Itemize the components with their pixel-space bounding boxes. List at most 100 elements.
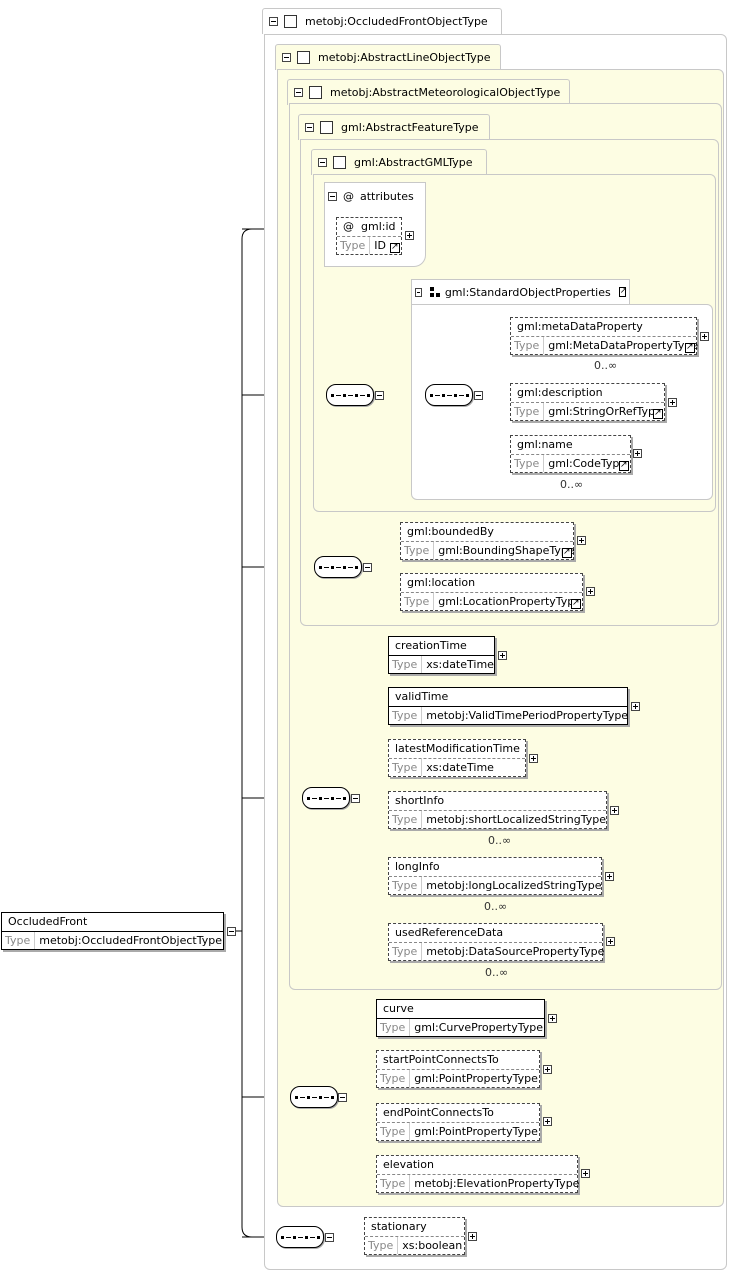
type-label: Type	[377, 1175, 411, 1192]
element-name: gml:metaDataProperty	[511, 318, 696, 337]
collapse-icon[interactable]	[227, 927, 236, 936]
type-label: Type	[389, 943, 423, 960]
type-label: Type	[511, 403, 545, 420]
type-label: Type	[401, 593, 435, 610]
element-name: gml:location	[401, 574, 582, 593]
sequence-compositor-meteorological[interactable]	[302, 787, 350, 809]
collapse-icon[interactable]	[294, 88, 303, 97]
expand-icon[interactable]	[610, 806, 619, 815]
element-type: gml:BoundingShapeType	[438, 544, 575, 557]
expand-icon[interactable]	[529, 754, 538, 763]
expand-icon[interactable]	[405, 231, 414, 240]
group-title: gml:AbstractFeatureType	[341, 121, 479, 134]
link-icon[interactable]	[685, 341, 695, 353]
complex-type-icon	[297, 51, 310, 64]
type-label: Type	[2, 932, 36, 949]
at-icon: @	[343, 189, 354, 203]
expand-icon[interactable]	[543, 1065, 552, 1074]
expand-icon[interactable]	[700, 332, 709, 341]
collapse-icon[interactable]	[325, 1233, 334, 1242]
collapse-icon[interactable]	[328, 191, 337, 201]
group-occluded-front-object-type-header[interactable]: metobj:OccludedFrontObjectType	[262, 8, 502, 34]
element-name: creationTime	[389, 637, 494, 656]
element-name: elevation	[377, 1156, 577, 1175]
expand-icon[interactable]	[605, 872, 614, 881]
collapse-icon[interactable]	[363, 563, 372, 572]
expand-icon[interactable]	[543, 1117, 552, 1126]
type-label: Type	[389, 811, 423, 828]
collapse-icon[interactable]	[282, 53, 291, 62]
expand-icon[interactable]	[577, 536, 586, 545]
expand-icon[interactable]	[581, 1169, 590, 1178]
element-type: gml:CurvePropertyType	[414, 1021, 543, 1034]
element-type: gml:StringOrRefType	[548, 405, 662, 418]
type-label: Type	[389, 656, 423, 673]
cardinality: 0..∞	[484, 900, 508, 913]
at-icon: @	[343, 220, 354, 233]
collapse-icon[interactable]	[415, 287, 422, 297]
link-icon[interactable]	[571, 597, 581, 609]
cardinality: 0..∞	[594, 359, 618, 372]
collapse-icon[interactable]	[305, 123, 314, 132]
link-icon[interactable]	[619, 459, 629, 471]
sequence-compositor-std-props[interactable]	[425, 384, 473, 406]
expand-icon[interactable]	[498, 651, 507, 660]
attributes-header[interactable]: @ attributes	[328, 189, 414, 203]
element-name: validTime	[389, 688, 627, 707]
sequence-compositor-occluded-front[interactable]	[276, 1226, 324, 1248]
link-icon[interactable]	[653, 407, 663, 419]
expand-icon[interactable]	[606, 937, 615, 946]
element-type: metobj:shortLocalizedStringType	[426, 813, 606, 826]
element-type: metobj:DataSourcePropertyType	[426, 945, 605, 958]
group-abstract-feature-type-header[interactable]: gml:AbstractFeatureType	[298, 114, 490, 140]
element-name: gml:description	[511, 384, 664, 403]
group-abstract-gml-type-header[interactable]: gml:AbstractGMLType	[311, 149, 487, 175]
sequence-compositor-gml[interactable]	[326, 384, 374, 406]
sequence-compositor-line-object[interactable]	[290, 1086, 338, 1108]
expand-icon[interactable]	[468, 1232, 477, 1241]
collapse-icon[interactable]	[375, 391, 384, 400]
link-icon[interactable]	[618, 285, 628, 297]
complex-type-icon	[320, 121, 333, 134]
element-type: gml:LocationPropertyType	[438, 595, 582, 608]
link-icon[interactable]	[390, 241, 400, 253]
group-title: gml:StandardObjectProperties	[444, 285, 611, 299]
expand-icon[interactable]	[633, 449, 642, 458]
expand-icon[interactable]	[548, 1014, 557, 1023]
type-label: Type	[389, 877, 423, 894]
expand-icon[interactable]	[586, 587, 595, 596]
collapse-icon[interactable]	[269, 17, 278, 26]
group-abstract-meteorological-object-type-header[interactable]: metobj:AbstractMeteorologicalObjectType	[287, 79, 570, 105]
type-label: Type	[377, 1123, 411, 1140]
collapse-icon[interactable]	[338, 1093, 347, 1102]
expand-icon[interactable]	[668, 398, 677, 407]
sequence-compositor-feature[interactable]	[314, 556, 362, 578]
element-name: startPointConnectsTo	[377, 1051, 539, 1070]
link-icon[interactable]	[562, 546, 572, 558]
collapse-icon[interactable]	[474, 391, 483, 400]
group-abstract-line-object-type-header[interactable]: metobj:AbstractLineObjectType	[275, 44, 501, 70]
expand-icon[interactable]	[631, 702, 640, 711]
collapse-icon[interactable]	[318, 158, 327, 167]
attribute-name: gml:id	[361, 220, 396, 233]
std-object-properties-header[interactable]: gml:StandardObjectProperties	[411, 279, 630, 304]
collapse-icon[interactable]	[351, 794, 360, 803]
